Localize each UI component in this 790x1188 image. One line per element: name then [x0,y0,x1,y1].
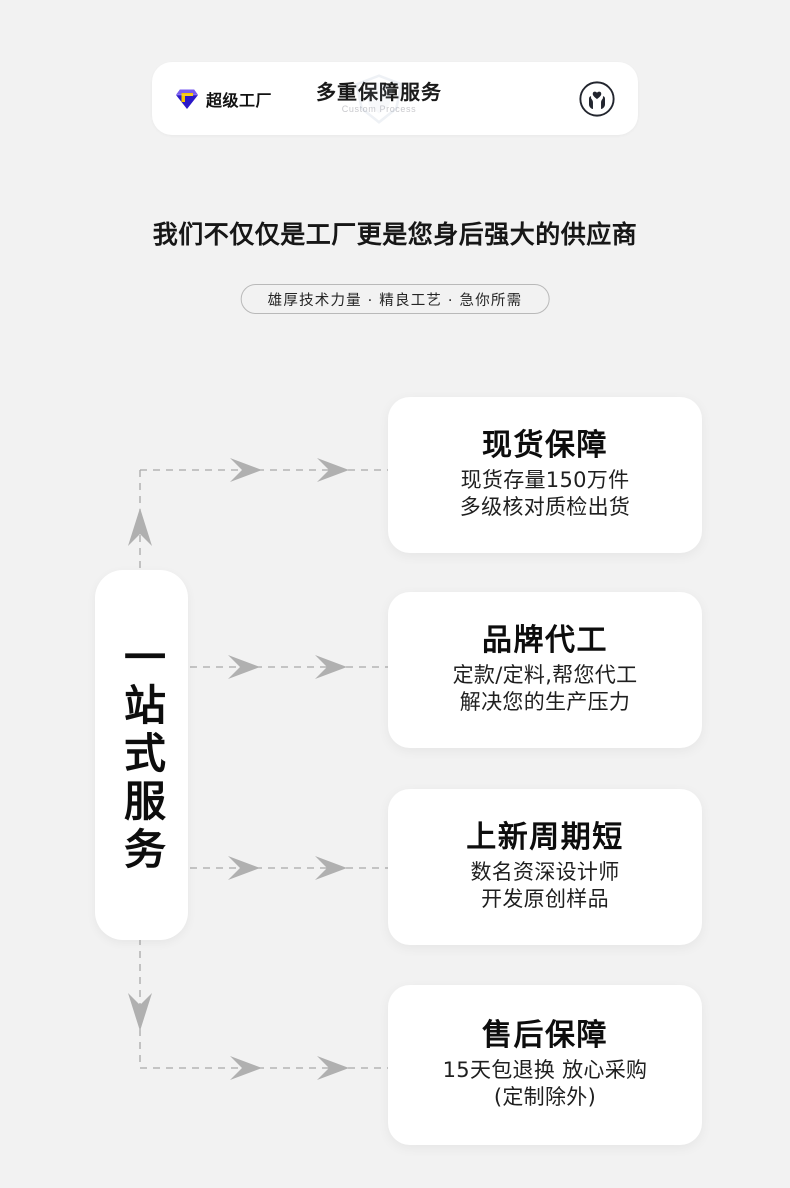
feature-card-3-line-2: 开发原创样品 [481,886,609,911]
feature-card-4-line-1: 15天包退换 放心采购 [442,1057,648,1082]
feature-card-3-line-1: 数名资深设计师 [470,859,620,884]
hub-card: 一站式服务 [95,570,188,940]
feature-card-1-title: 现货保障 [482,427,608,463]
feature-card-2-line-1: 定款/定料,帮您代工 [452,662,638,687]
feature-card-4[interactable]: 售后保障 15天包退换 放心采购 (定制除外) [388,985,702,1145]
brand-name: 超级工厂 [206,90,273,110]
feature-card-1-line-2: 多级核对质检出货 [459,494,631,519]
brand-block: 超级工厂 [174,87,272,111]
feature-card-1[interactable]: 现货保障 现货存量150万件 多级核对质检出货 [388,397,702,553]
feature-card-2[interactable]: 品牌代工 定款/定料,帮您代工 解决您的生产压力 [388,592,702,748]
feature-card-3-title: 上新周期短 [466,819,624,855]
feature-card-4-line-2: (定制除外) [493,1084,597,1109]
feature-card-4-title: 售后保障 [482,1017,608,1053]
feature-card-2-line-2: 解决您的生产压力 [459,689,631,714]
page-headline: 我们不仅仅是工厂更是您身后强大的供应商 [152,220,638,249]
feature-pill: 雄厚技术力量 · 精良工艺 · 急你所需 [240,284,550,314]
feature-card-3[interactable]: 上新周期短 数名资深设计师 开发原创样品 [388,789,702,945]
diamond-gem-icon [174,87,200,111]
feature-card-2-title: 品牌代工 [482,622,608,658]
feature-card-1-line-1: 现货存量150万件 [460,467,630,492]
hub-card-label: 一站式服务 [117,635,167,875]
